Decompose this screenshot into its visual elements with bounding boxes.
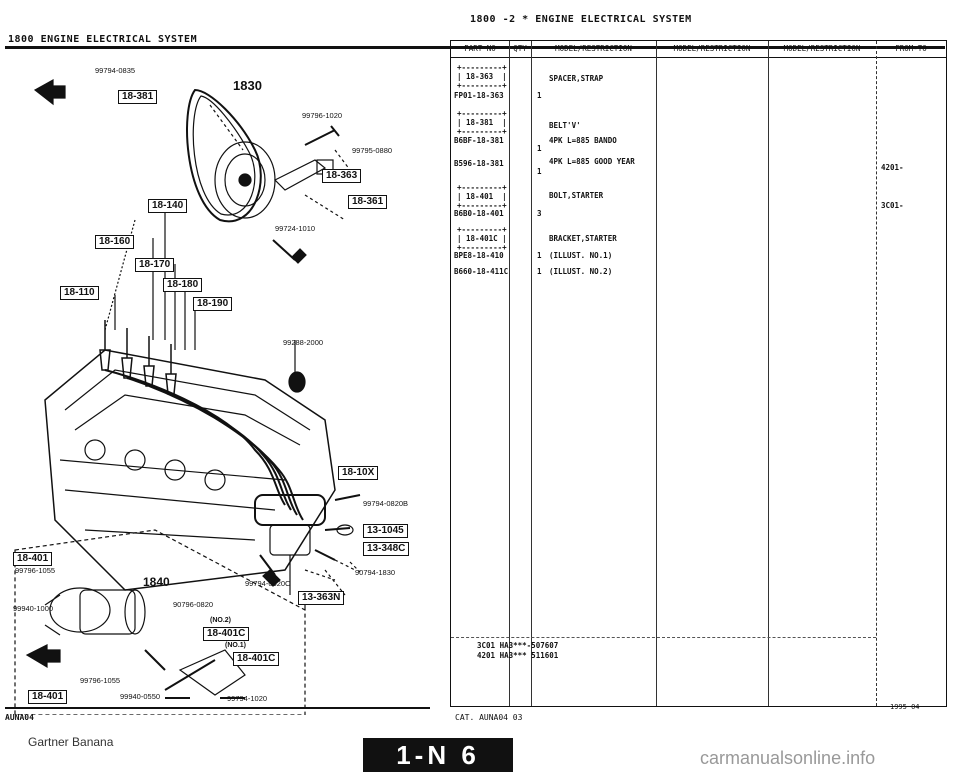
part-number-cell: B596-18-381 bbox=[454, 159, 504, 168]
footnote-rule bbox=[451, 637, 876, 638]
parts-table: PART NO QTY MODEL/RESTRICTION MODEL/REST… bbox=[450, 40, 947, 707]
page-number-tab: 1-N 6 bbox=[363, 738, 513, 772]
description-cell: BRACKET,STARTER bbox=[549, 234, 617, 243]
part-number-label: 90794-1830 bbox=[355, 568, 396, 577]
part-number-label: 99794-1020 bbox=[227, 694, 268, 703]
column-header-from-to: FROM-TO bbox=[876, 41, 946, 58]
part-number-label: 99796-1020 bbox=[302, 111, 343, 120]
group-label-1840: 1840 bbox=[143, 575, 170, 589]
qty-cell: 1 bbox=[537, 91, 542, 100]
part-number-label: 90796-0820 bbox=[173, 600, 214, 609]
callout-18-401-bottom[interactable]: 18-401 bbox=[28, 690, 68, 704]
column-header-part-no: PART NO bbox=[451, 41, 509, 58]
part-number-label: 99724-1010 bbox=[275, 224, 316, 233]
illustration-no2-label: (NO.2) bbox=[210, 617, 231, 624]
ref-box: +---------+ bbox=[457, 183, 507, 192]
column-header-qty: QTY bbox=[509, 41, 531, 58]
ref-box: | 18-401 | bbox=[457, 192, 507, 201]
footnote-serial-2: 4201 HA3*** 511601 bbox=[477, 651, 559, 660]
ref-box: | 18-381 | bbox=[457, 118, 507, 127]
part-number-label: 99794-0820B bbox=[363, 499, 409, 508]
exploded-diagram: 1830 1840 (NO.2) (NO.1) 18-381 18-363 18… bbox=[5, 50, 435, 715]
part-number-cell: B6B0-18-401 bbox=[454, 209, 504, 218]
ref-box: +---------+ bbox=[457, 81, 507, 90]
callout-18-170[interactable]: 18-170 bbox=[135, 258, 175, 272]
qty-cell: 1 bbox=[537, 251, 542, 260]
part-number-cell: FP01-18-363 bbox=[454, 91, 504, 100]
from-to-cell: 3C01- bbox=[881, 201, 904, 210]
description-detail-cell: 4PK L=885 BANDO bbox=[549, 136, 617, 145]
ref-box: +---------+ bbox=[457, 63, 507, 72]
callout-18-401c-b[interactable]: 18-401C bbox=[233, 652, 280, 666]
column-divider bbox=[656, 41, 657, 706]
catalog-code: AUNA04 bbox=[5, 713, 34, 722]
footnote-serial-1: 3C01 HA3***-507607 bbox=[477, 641, 559, 650]
ref-box: | 18-401C | bbox=[457, 234, 507, 243]
callout-18-401-top[interactable]: 18-401 bbox=[13, 552, 53, 566]
column-header-model-2: MODEL/RESTRICTION bbox=[656, 41, 768, 58]
column-divider bbox=[768, 41, 769, 706]
callout-13-363n[interactable]: 13-363N bbox=[298, 591, 345, 605]
callout-18-381[interactable]: 18-381 bbox=[118, 90, 158, 104]
issue-date: 1995 04 bbox=[890, 703, 920, 711]
ref-box: | 18-363 | bbox=[457, 72, 507, 81]
callout-18-361[interactable]: 18-361 bbox=[348, 195, 388, 209]
column-divider bbox=[531, 41, 532, 706]
part-number-cell: B6BF-18-381 bbox=[454, 136, 504, 145]
callout-13-348c[interactable]: 13-348C bbox=[363, 542, 410, 556]
part-number-label: 99288-2000 bbox=[283, 338, 324, 347]
qty-cell: 1 bbox=[537, 144, 542, 153]
ref-box: +---------+ bbox=[457, 201, 507, 210]
section-title: 1800 ENGINE ELECTRICAL SYSTEM bbox=[8, 34, 198, 45]
group-label-1830: 1830 bbox=[233, 78, 262, 93]
description-cell: BELT'V' bbox=[549, 121, 581, 130]
description-detail-cell: (ILLUST. NO.1) bbox=[549, 251, 613, 260]
callout-18-140[interactable]: 18-140 bbox=[148, 199, 188, 213]
part-number-label: 99940-0550 bbox=[120, 692, 161, 701]
callout-18-10x[interactable]: 18-10X bbox=[338, 466, 379, 480]
part-number-label: 99796-1055 bbox=[80, 676, 121, 685]
qty-cell: 1 bbox=[537, 167, 542, 176]
page-title: 1800 -2 * ENGINE ELECTRICAL SYSTEM bbox=[470, 14, 692, 25]
site-watermark: carmanualsonline.info bbox=[700, 748, 876, 768]
catalog-number: CAT. AUNA04 03 bbox=[455, 713, 523, 722]
callout-18-190[interactable]: 18-190 bbox=[193, 297, 233, 311]
description-cell: 4PK L=885 GOOD YEAR bbox=[549, 157, 635, 166]
column-divider bbox=[509, 41, 510, 706]
column-header-model-3: MODEL/RESTRICTION bbox=[768, 41, 876, 58]
qty-cell: 1 bbox=[537, 267, 542, 276]
part-number-label: 99794-0820C bbox=[245, 579, 291, 588]
illustration-no1-label: (NO.1) bbox=[225, 642, 246, 649]
part-number-cell: B660-18-411C bbox=[454, 267, 509, 276]
watermark-text: Gartner Banana bbox=[28, 735, 114, 749]
ref-box: +---------+ bbox=[457, 127, 507, 136]
callout-18-160[interactable]: 18-160 bbox=[95, 235, 135, 249]
description-cell: (ILLUST. NO.2) bbox=[549, 267, 613, 276]
callout-18-180[interactable]: 18-180 bbox=[163, 278, 203, 292]
ref-box: +---------+ bbox=[457, 225, 507, 234]
column-header-model-1: MODEL/RESTRICTION bbox=[531, 41, 656, 58]
header-rule bbox=[5, 46, 945, 49]
callout-18-401c-a[interactable]: 18-401C bbox=[203, 627, 250, 641]
part-number-label: 99796-1055 bbox=[15, 566, 56, 575]
description-cell: SPACER,STRAP bbox=[549, 74, 604, 83]
part-number-label: 99795-0880 bbox=[352, 146, 393, 155]
footer-rule bbox=[5, 707, 430, 709]
part-number-label: 99940-1000 bbox=[13, 604, 54, 613]
description-cell: BOLT,STARTER bbox=[549, 191, 604, 200]
callout-18-110[interactable]: 18-110 bbox=[60, 286, 99, 300]
part-number-label: 99794-0835 bbox=[95, 66, 136, 75]
callout-18-363[interactable]: 18-363 bbox=[322, 169, 362, 183]
column-divider bbox=[876, 41, 877, 706]
ref-box: +---------+ bbox=[457, 243, 507, 252]
part-number-cell: BPE8-18-410 bbox=[454, 251, 504, 260]
qty-cell: 3 bbox=[537, 209, 542, 218]
from-to-cell: 4201- bbox=[881, 163, 904, 172]
callout-13-1045[interactable]: 13-1045 bbox=[363, 524, 408, 538]
ref-box: +---------+ bbox=[457, 109, 507, 118]
